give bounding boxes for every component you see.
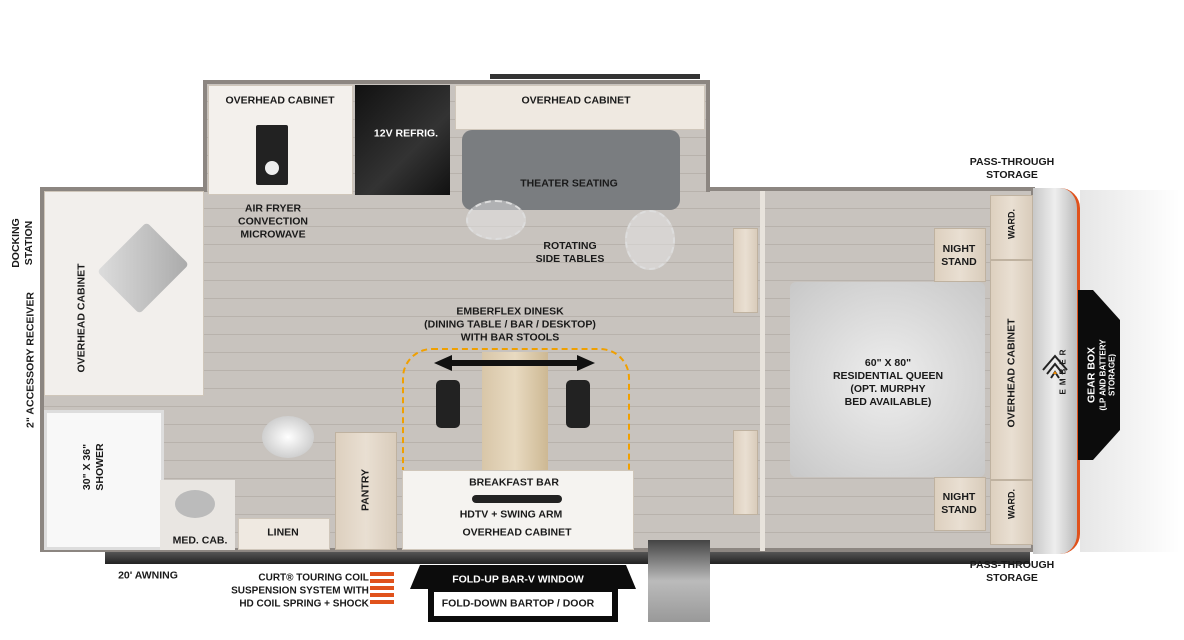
dinesk-table xyxy=(482,352,548,470)
night-stand-top xyxy=(934,228,986,282)
extend-arrow-icon xyxy=(434,355,595,371)
toilet xyxy=(262,416,314,458)
cooktop xyxy=(256,125,288,185)
slide-cabinet xyxy=(455,85,705,130)
overhead-cabinet-bedroom xyxy=(990,260,1033,480)
refrigerator xyxy=(355,85,450,195)
wardrobe-top-label: WARD. xyxy=(1006,209,1017,239)
linen-cabinet xyxy=(238,518,330,550)
bar-stool-right xyxy=(566,380,590,428)
wardrobe-top xyxy=(990,195,1033,260)
overhead-cabinet-bedroom-label: OVERHEAD CABINET xyxy=(1005,318,1018,428)
side-table-right xyxy=(625,210,675,270)
night-stand-bottom xyxy=(934,477,986,531)
med-cab-label: MED. CAB. xyxy=(172,534,228,547)
overhead-cabinet-slide-label: OVERHEAD CABINET xyxy=(521,94,631,107)
theater-seating-label: THEATER SEATING xyxy=(520,177,618,190)
shower xyxy=(44,410,164,550)
slide-top-rail xyxy=(490,74,700,79)
bedroom-door-bottom xyxy=(733,430,758,515)
pantry xyxy=(335,432,397,550)
breakfast-bar-label: BREAKFAST BAR xyxy=(469,476,559,489)
bedroom-door-top xyxy=(733,228,758,313)
hdtv-label: HDTV + SWING ARM xyxy=(459,508,563,521)
dinesk-extension-guide xyxy=(402,348,630,470)
side-table-left xyxy=(466,200,526,240)
bar-window-label: FOLD-UP BAR-V WINDOW xyxy=(452,573,584,586)
ember-logo-icon xyxy=(1042,354,1068,379)
overhead-cabinet-bottom-label: OVERHEAD CABINET xyxy=(462,526,572,539)
pantry-label: PANTRY xyxy=(359,469,372,511)
linen-label: LINEN xyxy=(267,526,299,539)
shower-label: 30" X 36"SHOWER xyxy=(81,443,106,491)
overhead-cabinet-kitchen-label: OVERHEAD CABINET xyxy=(225,94,335,107)
breakfast-bar xyxy=(402,470,634,550)
bartop-door-label: FOLD-DOWN BARTOP / DOOR xyxy=(441,597,595,610)
entry-steps xyxy=(648,540,710,622)
queen-bed xyxy=(790,282,985,477)
wardrobe-bottom-label: WARD. xyxy=(1006,489,1017,519)
awning-rail xyxy=(105,552,1030,564)
accessory-receiver-label: 2" ACCESSORY RECEIVER xyxy=(24,292,37,428)
theater-seating xyxy=(462,130,680,210)
bath-sink-counter xyxy=(160,480,235,550)
bedroom-wall xyxy=(760,191,765,551)
ember-logo-text: EMBER xyxy=(1058,345,1068,395)
tv xyxy=(472,495,562,503)
overhead-cabinet-left-label: OVERHEAD CABINET xyxy=(75,263,88,373)
bar-window-panel xyxy=(410,565,636,622)
awning-label: 20' AWNING xyxy=(118,569,178,582)
coil-spring-icon xyxy=(370,572,394,604)
dinesk-label: EMBERFLEX DINESK(DINING TABLE / BAR / DE… xyxy=(424,305,596,344)
gear-box xyxy=(1078,290,1120,460)
refrigerator-label: 12V REFRIG. xyxy=(373,127,439,140)
bar-stool-left xyxy=(436,380,460,428)
wardrobe-bottom xyxy=(990,480,1033,545)
